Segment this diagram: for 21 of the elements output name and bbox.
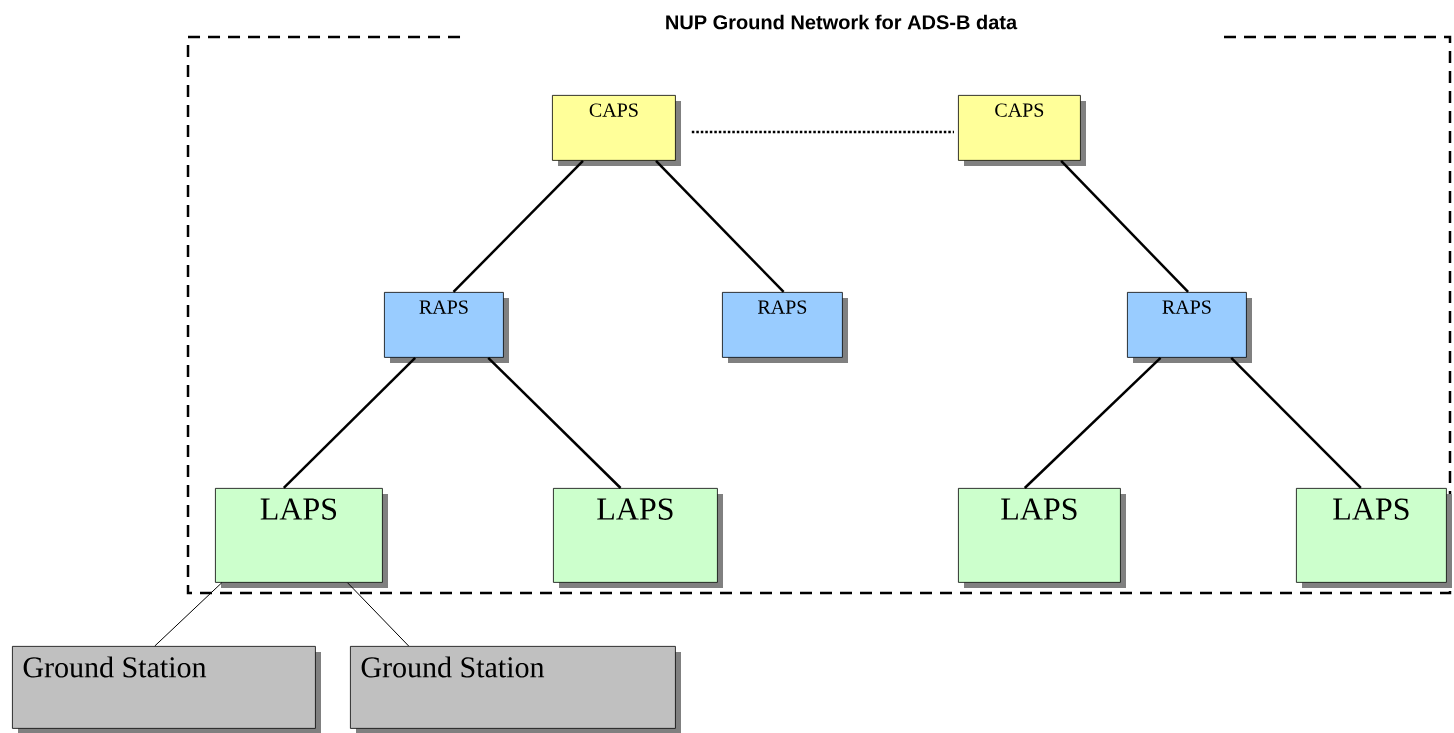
station-box: Ground Station xyxy=(350,646,681,733)
station-box: Ground Station xyxy=(12,646,321,733)
connector-line xyxy=(1023,356,1162,489)
network-box: CAPS xyxy=(552,95,681,166)
network-box: RAPS xyxy=(722,292,848,363)
connector-line xyxy=(1230,356,1362,489)
connector-line xyxy=(487,356,622,489)
connector-line xyxy=(154,582,223,647)
connector-line xyxy=(452,159,584,293)
network-box: LAPS xyxy=(215,488,388,588)
connector-line xyxy=(1060,159,1189,293)
network-box: LAPS xyxy=(1296,488,1452,588)
network-box: RAPS xyxy=(1127,292,1252,363)
network-box: LAPS xyxy=(958,488,1126,588)
network-box: CAPS xyxy=(958,95,1086,166)
connector-line xyxy=(347,582,410,647)
network-box: LAPS xyxy=(553,488,723,588)
network-box: RAPS xyxy=(384,292,509,363)
connector-line xyxy=(655,159,785,293)
connector-line xyxy=(691,130,954,134)
connector-line xyxy=(282,356,417,489)
